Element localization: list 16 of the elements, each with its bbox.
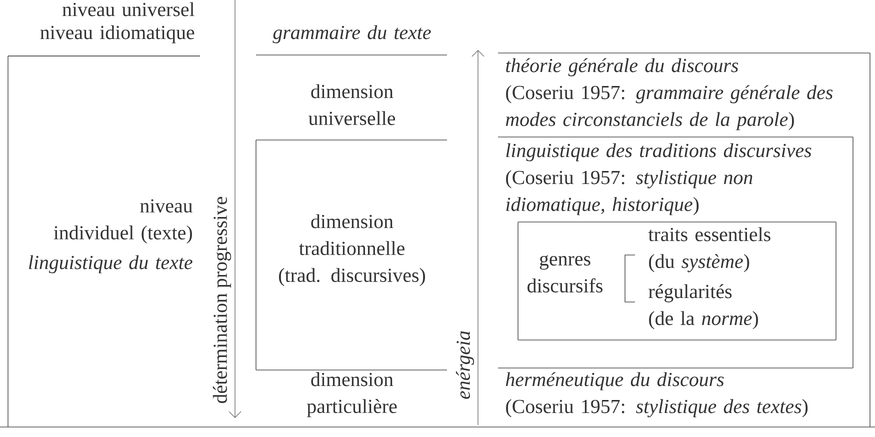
box-heading: herméneutique du discours <box>506 372 724 390</box>
reference-text: (Coseriu 1957: stylistique non idiomatique, historique) <box>506 170 752 216</box>
feature-text: traits essentiels (du système) <box>648 227 770 272</box>
genre-text: genres discursifs <box>528 255 602 292</box>
reference-text: (Coseriu 1957: grammaire générale des modes circonstanciels de la parole) <box>506 85 833 130</box>
arrow-label: détermination progressive <box>212 196 232 404</box>
level-label: niveau universel <box>62 2 194 16</box>
feature-text: régularités (de la norme) <box>648 284 758 330</box>
arrow-label: enérgeia <box>456 331 474 399</box>
column-heading: grammaire du texte <box>272 25 431 44</box>
box-heading: théorie générale du discours <box>506 58 738 76</box>
dimension-text: dimension traditionnelle (trad. discursives) <box>279 214 425 286</box>
level-subtitle: linguistique du texte <box>28 255 192 274</box>
reference-text: (Coseriu 1957: stylistique des textes) <box>506 399 808 418</box>
box-heading: linguistique des traditions discursives <box>506 143 812 162</box>
level-text: niveau individuel (texte) <box>54 199 192 244</box>
